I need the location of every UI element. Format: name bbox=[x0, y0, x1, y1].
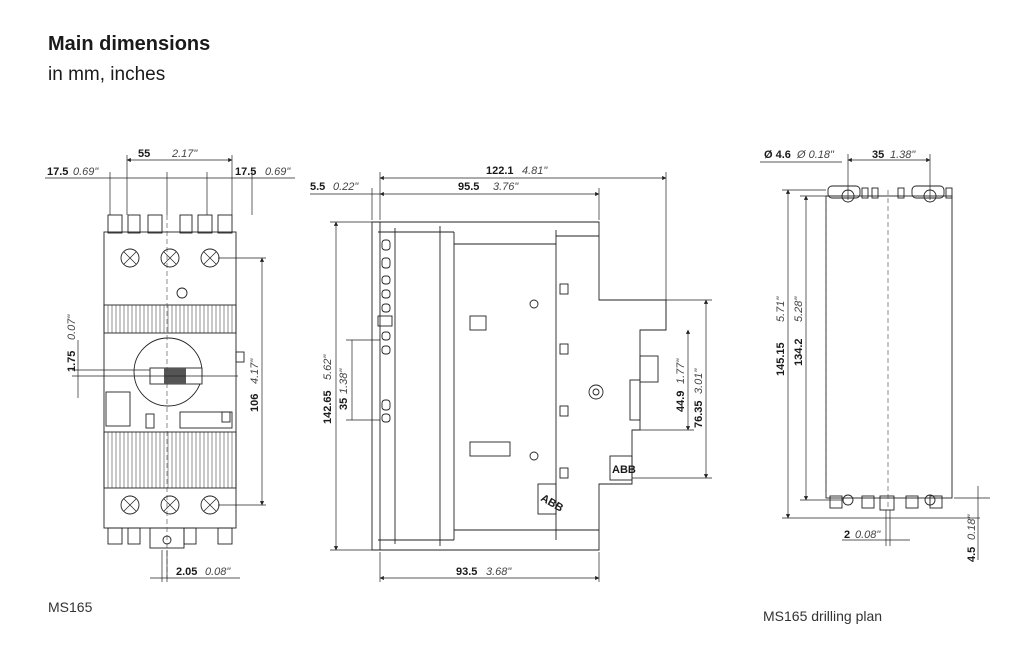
dim-hole-dia-mm: Ø 4.6 bbox=[764, 149, 791, 161]
dim-left-margin-mm: 17.5 bbox=[47, 166, 68, 178]
dim-height-mm: 142.65 bbox=[322, 390, 334, 424]
dim-bottom-offset-mm-drill: 4.5 bbox=[966, 547, 978, 562]
dim-side-offset-mm: 2 bbox=[844, 529, 850, 541]
dim-height-in: 5.62" bbox=[322, 354, 334, 380]
dim-rail-offset-in: 0.22" bbox=[333, 181, 359, 193]
dim-knob-offset-mm: 1.75 bbox=[66, 351, 78, 372]
dim-overall-depth-in: 4.81" bbox=[522, 165, 548, 177]
dim-hole-height-mm: 134.2 bbox=[793, 338, 805, 366]
drilling-plan-drawing bbox=[760, 154, 990, 560]
dim-rail-height-in: 1.38" bbox=[338, 368, 350, 394]
front-view-drawing bbox=[45, 155, 295, 582]
dim-pole-pitch-mm: 55 bbox=[138, 148, 150, 160]
dim-bottom-offset-in-drill: 0.18" bbox=[966, 514, 978, 540]
dim-side-offset-in: 0.08" bbox=[855, 529, 881, 541]
caption-front-view: MS165 bbox=[48, 599, 93, 615]
dim-knob-span-mm: 76.35 bbox=[693, 400, 705, 428]
caption-drilling-plan: MS165 drilling plan bbox=[763, 608, 883, 624]
dim-right-margin-mm: 17.5 bbox=[235, 166, 256, 178]
dim-hole-pitch-in: 1.38" bbox=[890, 149, 916, 161]
dim-left-margin-in: 0.69" bbox=[73, 166, 99, 178]
dim-rail-height-mm: 35 bbox=[338, 398, 350, 410]
dim-knob-span-in: 3.01" bbox=[693, 368, 705, 394]
dim-rail-depth-in: 3.76" bbox=[493, 181, 519, 193]
page-subtitle: in mm, inches bbox=[48, 64, 166, 85]
dim-right-margin-in: 0.69" bbox=[265, 166, 291, 178]
dim-knob-height-mm: 44.9 bbox=[675, 391, 687, 412]
dim-base-depth-mm: 93.5 bbox=[456, 566, 477, 578]
dim-knob-height-in: 1.77" bbox=[675, 358, 687, 384]
dim-outer-height-mm: 145.15 bbox=[775, 342, 787, 376]
page-title: Main dimensions bbox=[48, 33, 211, 55]
side-view-drawing: ABB ABB bbox=[310, 172, 712, 582]
dim-bottom-offset-in: 0.08" bbox=[205, 566, 231, 578]
dim-bottom-offset-mm: 2.05 bbox=[176, 566, 197, 578]
dim-rail-offset-mm: 5.5 bbox=[310, 181, 325, 193]
abb-logo-label: ABB bbox=[539, 492, 566, 514]
dim-pole-pitch-in: 2.17" bbox=[171, 148, 198, 160]
dim-outer-height-in: 5.71" bbox=[775, 296, 787, 322]
dim-hole-height-in: 5.28" bbox=[793, 296, 805, 322]
dim-base-depth-in: 3.68" bbox=[486, 566, 512, 578]
dim-hole-pitch-mm: 35 bbox=[872, 149, 884, 161]
dim-overall-depth-mm: 122.1 bbox=[486, 165, 514, 177]
dim-terminal-span-in: 4.17" bbox=[249, 358, 261, 384]
dim-knob-offset-in: 0.07" bbox=[66, 314, 78, 340]
dim-rail-depth-mm: 95.5 bbox=[458, 181, 479, 193]
dim-terminal-span-mm: 106 bbox=[249, 394, 261, 412]
abb-logo-small: ABB bbox=[612, 464, 636, 476]
dim-hole-dia-in: Ø 0.18" bbox=[796, 149, 835, 161]
